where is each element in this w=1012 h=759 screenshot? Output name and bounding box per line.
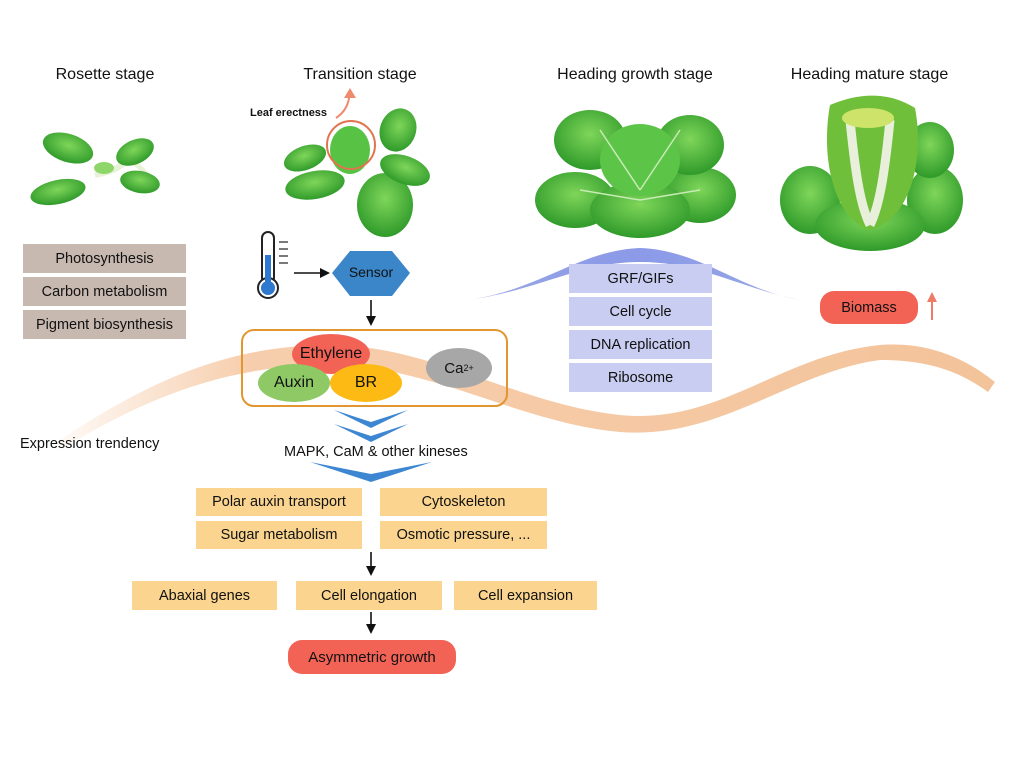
stage-title-rosette: Rosette stage [55, 66, 155, 83]
thermometer-icon [257, 231, 288, 299]
biomass-box: Biomass [820, 291, 918, 324]
osmotic-pressure-box: Osmotic pressure, ... [380, 521, 547, 549]
asymmetric-growth-box: Asymmetric growth [288, 640, 456, 674]
expression-trendency-label: Expression trendency [20, 436, 160, 452]
calcium-charge: 2+ [463, 363, 474, 373]
abaxial-genes-box: Abaxial genes [132, 581, 277, 610]
rosette-plant-icon [30, 132, 160, 206]
arrow-up-icon [927, 292, 937, 302]
expression-wave [60, 344, 995, 450]
growth-arc [468, 248, 800, 300]
transition-plant-icon [283, 108, 430, 237]
sensor-label: Sensor [348, 264, 394, 280]
process-carbon-metabolism: Carbon metabolism [23, 277, 186, 306]
chevron-down-icon [334, 424, 408, 442]
process-dna-replication: DNA replication [569, 330, 712, 359]
heading-growth-plant-icon [535, 110, 736, 238]
process-pigment-biosynthesis: Pigment biosynthesis [23, 310, 186, 339]
process-cell-cycle: Cell cycle [569, 297, 712, 326]
process-ribosome: Ribosome [569, 363, 712, 392]
polar-auxin-transport-box: Polar auxin transport [196, 488, 362, 516]
sensor-hexagon [332, 251, 410, 296]
process-photosynthesis: Photosynthesis [23, 244, 186, 273]
process-grf-gifs: GRF/GIFs [569, 264, 712, 293]
stage-title-transition: Transition stage [303, 66, 417, 83]
kinases-label: MAPK, CaM & other kineses [284, 444, 468, 460]
cell-elongation-box: Cell elongation [296, 581, 442, 610]
stage-title-heading-growth: Heading growth stage [557, 66, 713, 83]
br-oval: BR [330, 364, 402, 402]
heading-mature-plant-icon [780, 95, 963, 251]
auxin-oval: Auxin [258, 364, 330, 402]
stage-title-heading-mature: Heading mature stage [790, 66, 949, 83]
chevron-down-icon [334, 410, 408, 428]
cytoskeleton-box: Cytoskeleton [380, 488, 547, 516]
chevron-down-icon [310, 462, 432, 482]
cell-expansion-box: Cell expansion [454, 581, 597, 610]
calcium-label: Ca [444, 359, 464, 377]
leaf-erectness-label: Leaf erectness [250, 107, 328, 119]
sugar-metabolism-box: Sugar metabolism [196, 521, 362, 549]
hormone-box [241, 329, 508, 407]
